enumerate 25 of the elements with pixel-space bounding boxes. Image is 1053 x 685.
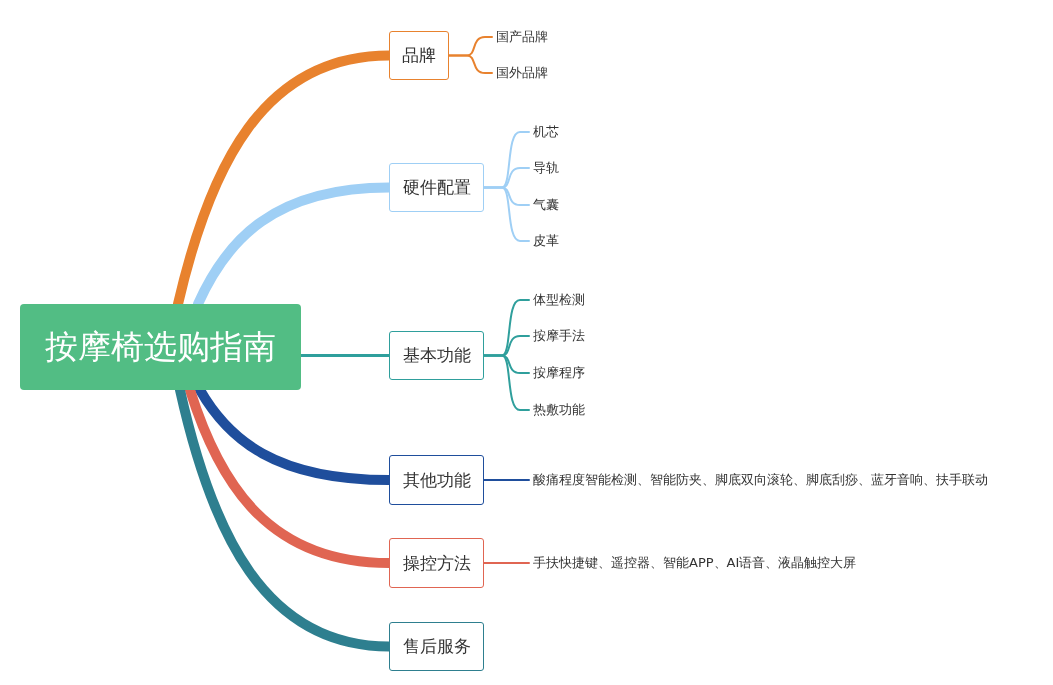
topic-box: 其他功能 xyxy=(389,455,484,505)
branch-line xyxy=(299,354,391,357)
topic-box: 基本功能 xyxy=(389,331,484,380)
subtopic-text: 机芯 xyxy=(533,122,593,142)
subtopic-text: 酸痛程度智能检测、智能防夹、脚底双向滚轮、脚底刮痧、蓝牙音响、扶手联动 xyxy=(533,470,1043,490)
branch-line xyxy=(483,186,530,242)
subtopic-text: 热敷功能 xyxy=(533,400,613,420)
branch-line xyxy=(448,54,493,74)
subtopic-text: 国产品牌 xyxy=(496,27,616,47)
central-topic-box: 按摩椅选购指南 xyxy=(20,304,301,390)
branch-line xyxy=(483,354,530,411)
topic-box: 硬件配置 xyxy=(389,163,484,212)
topic-box: 售后服务 xyxy=(389,622,484,671)
subtopic-text: 按摩手法 xyxy=(533,326,613,346)
subtopic-text: 按摩程序 xyxy=(533,363,613,383)
subtopic-text: 皮革 xyxy=(533,231,593,251)
branch-line xyxy=(483,562,530,564)
topic-box: 操控方法 xyxy=(389,538,484,588)
topic-box: 品牌 xyxy=(389,31,449,80)
subtopic-text: 体型检测 xyxy=(533,290,613,310)
subtopic-text: 气囊 xyxy=(533,195,593,215)
branch-line xyxy=(483,479,530,481)
subtopic-text: 国外品牌 xyxy=(496,63,616,83)
subtopic-text: 手扶快捷键、遥控器、智能APP、AI语音、液晶触控大屏 xyxy=(533,553,893,573)
subtopic-text: 导轨 xyxy=(533,158,593,178)
